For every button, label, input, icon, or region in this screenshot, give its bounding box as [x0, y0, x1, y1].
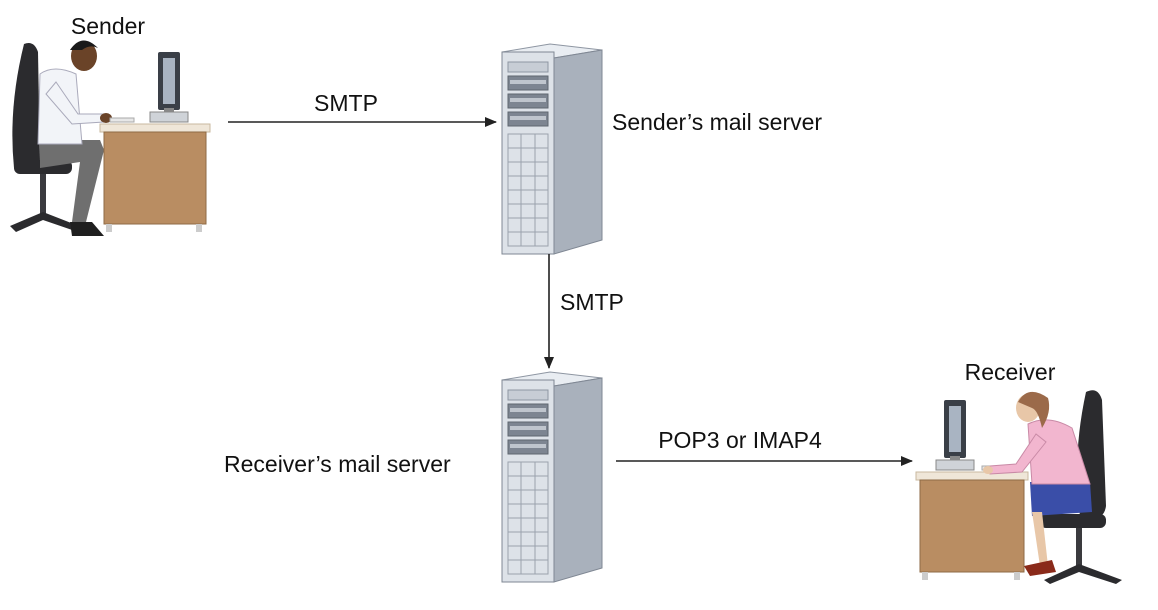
receiver-desk-icon — [915, 400, 1029, 580]
receiver-mail-server-icon — [501, 371, 603, 583]
sender-desk-icon — [99, 52, 211, 232]
arrow-sender-to-server-label: SMTP — [314, 90, 378, 116]
sender-mail-server-label: Sender’s mail server — [612, 109, 822, 135]
receiver-person-icon — [983, 390, 1122, 584]
arrow-server-to-server-label: SMTP — [560, 289, 624, 315]
sender-label: Sender — [71, 13, 146, 39]
sender-person-icon — [10, 40, 112, 236]
receiver-label: Receiver — [965, 359, 1056, 385]
sender-mail-server-icon — [501, 43, 603, 255]
receiver-mail-server-label: Receiver’s mail server — [224, 451, 451, 477]
arrow-server-to-receiver-label: POP3 or IMAP4 — [658, 427, 822, 453]
